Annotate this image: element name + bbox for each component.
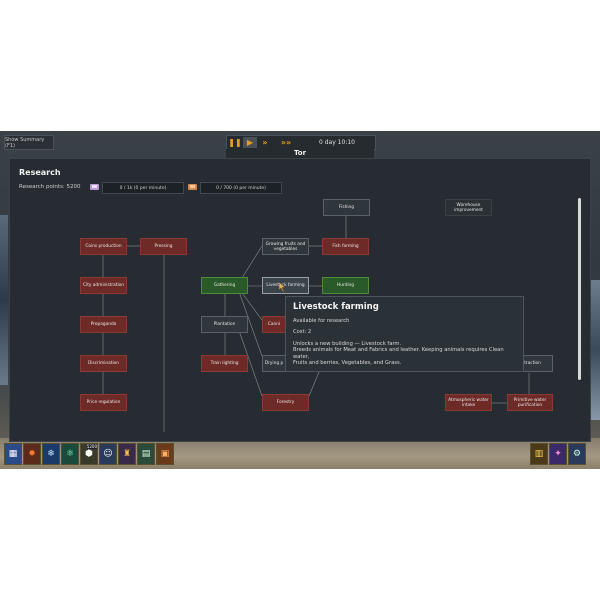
node-price-regulation[interactable]: Price regulation <box>80 394 127 411</box>
tooltip-cost: Cost: 2 <box>293 329 312 336</box>
bottom-toolbar: ▦ ✸ ❄ ⚛ 5200⬢ ☺ ♜ ▤ ▣ <box>4 443 211 467</box>
research-points: Research points: 5200 <box>19 184 81 190</box>
node-hunting[interactable]: Hunting <box>322 277 369 294</box>
scrollbar[interactable] <box>578 198 581 380</box>
node-pressing[interactable]: Pressing <box>140 238 187 255</box>
town-name: Tor <box>226 149 374 158</box>
node-forestry[interactable]: Forestry <box>262 394 309 411</box>
research-tooltip: Livestock farming Available for research… <box>285 296 524 372</box>
tooltip-desc-2: Fruits and berries, Vegetables, and Gras… <box>293 360 402 367</box>
node-discrimination[interactable]: Discrimination <box>80 355 127 372</box>
node-atmo-water[interactable]: Atmospheric water intake <box>445 394 492 411</box>
node-plantation[interactable]: Plantation <box>201 316 248 333</box>
show-summary-button[interactable]: Show Summary (F1) <box>4 135 54 150</box>
tooltip-status: Available for research <box>293 318 350 324</box>
snowflake-icon[interactable]: ❄ <box>42 443 60 465</box>
node-gathering[interactable]: Gathering <box>201 277 248 294</box>
science-flask-icon <box>90 184 99 190</box>
progress-bar-1: 0 / 1k (0 per minute) <box>102 182 184 194</box>
node-train-lighting[interactable]: Train lighting <box>201 355 248 372</box>
gear-icon[interactable]: ⚙ <box>568 443 586 465</box>
cursor-icon <box>279 282 286 292</box>
explosion-icon[interactable]: ✸ <box>23 443 41 465</box>
tooltip-title: Livestock farming <box>293 302 379 312</box>
node-cannibalism[interactable]: Canni <box>262 316 286 333</box>
node-warehouse[interactable]: Warehouse improvement <box>445 199 492 216</box>
map-icon[interactable]: ▦ <box>4 443 22 465</box>
resources-badge: 5200 <box>86 444 97 449</box>
node-fishing[interactable]: Fishing <box>323 199 370 216</box>
scene-edge-right <box>588 280 600 420</box>
crate-icon[interactable]: ▣ <box>156 443 174 465</box>
speed-controls: ❚❚ ▶ » »» 0 day 10:10 <box>226 135 376 150</box>
node-city-admin[interactable]: City administration <box>80 277 127 294</box>
node-growing[interactable]: Growing fruits and vegetables <box>262 238 309 255</box>
chart-board-icon[interactable]: ▤ <box>137 443 155 465</box>
progress-bar-2: 0 / 700 (0 per minute) <box>200 182 282 194</box>
node-propaganda[interactable]: Propaganda <box>80 316 127 333</box>
bars-chart-icon[interactable]: ▥ <box>530 443 548 465</box>
resources-icon[interactable]: 5200⬢ <box>80 443 98 465</box>
panel-title: Research <box>19 168 61 177</box>
helmet-icon[interactable]: ♜ <box>118 443 136 465</box>
fast-forward-button[interactable]: » <box>262 138 268 147</box>
node-fish-farming[interactable]: Fish farming <box>322 238 369 255</box>
game-clock: 0 day 10:10 <box>319 139 355 146</box>
node-primitive-water[interactable]: Primitive water purification <box>507 394 553 411</box>
atom-icon[interactable]: ⚛ <box>61 443 79 465</box>
tooltip-unlocks: Unlocks a new building — Livestock farm. <box>293 340 402 347</box>
fastest-forward-button[interactable]: »» <box>280 138 292 147</box>
node-coins[interactable]: Coins production <box>80 238 127 255</box>
bottom-toolbar-right: ▥ ✦ ⚙ <box>530 443 598 467</box>
node-drying[interactable]: Drying p <box>262 355 286 372</box>
tech-gear-icon <box>188 184 197 190</box>
pause-button[interactable]: ❚❚ <box>228 138 242 147</box>
tooltip-desc-1: Breeds animals for Meat and Fabrics and … <box>293 347 504 360</box>
magic-icon[interactable]: ✦ <box>549 443 567 465</box>
people-icon[interactable]: ☺ <box>99 443 117 465</box>
scene-edge-left <box>0 215 8 385</box>
play-button[interactable]: ▶ <box>243 137 257 148</box>
node-livestock[interactable]: Livestock farming <box>262 277 309 294</box>
